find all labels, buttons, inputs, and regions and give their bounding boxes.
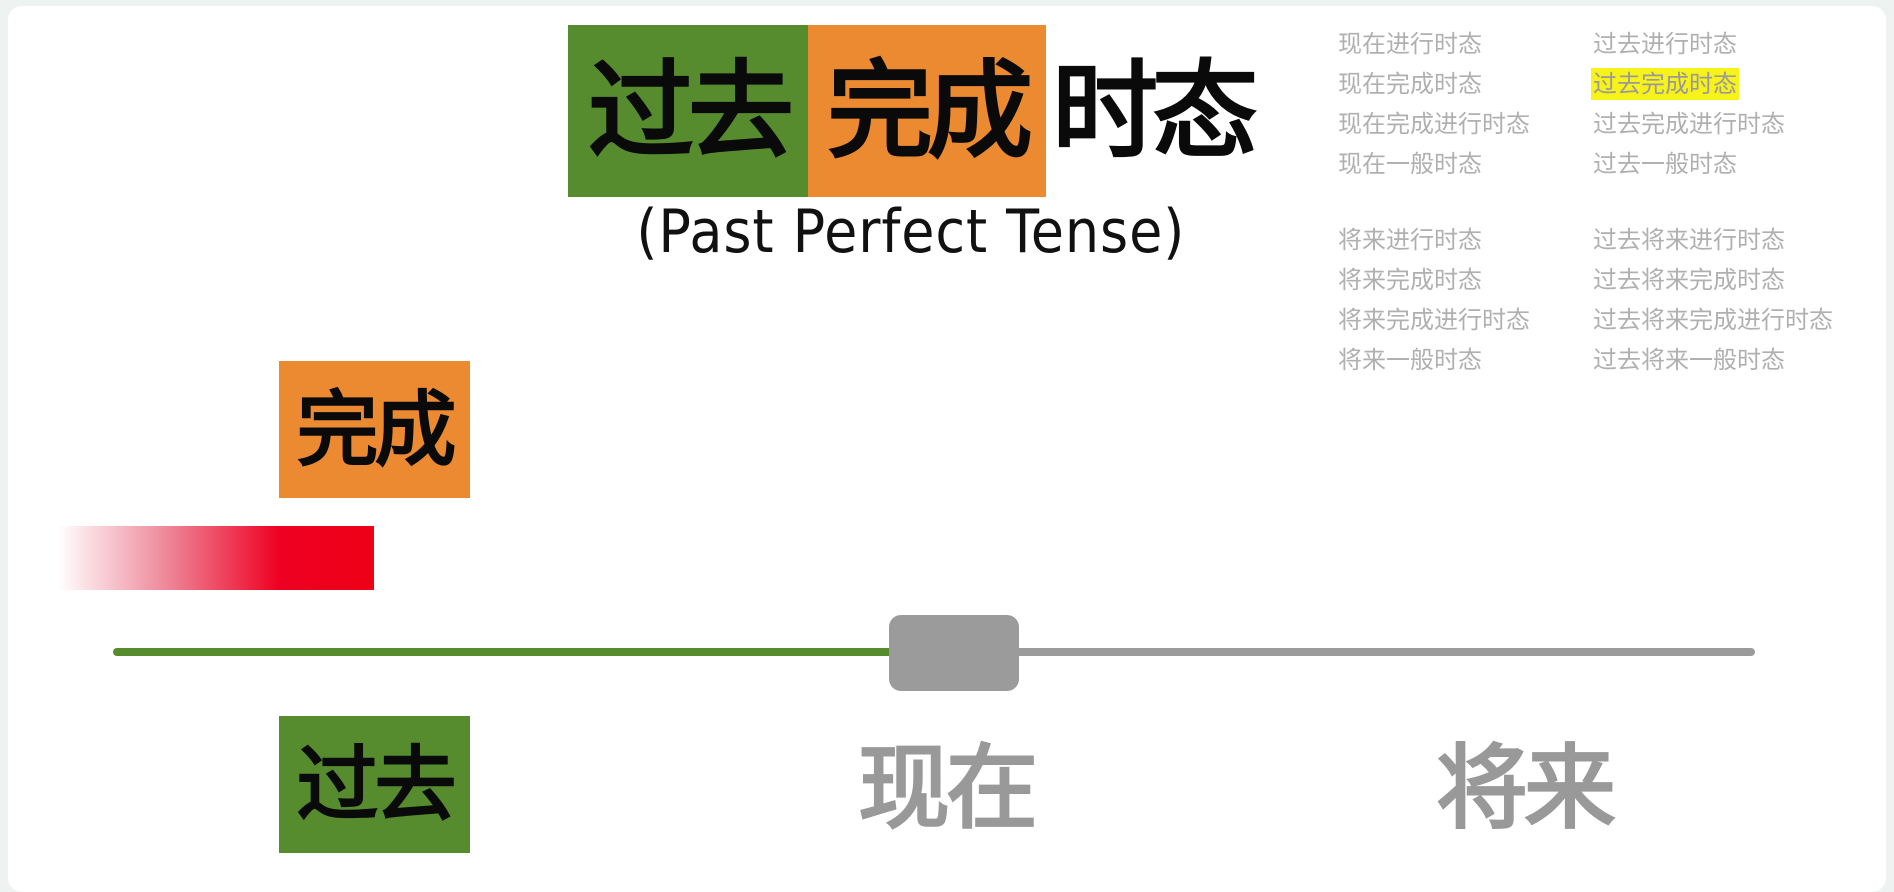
tense-item: 将来一般时态 — [1336, 340, 1591, 380]
tense-label: 过去将来完成进行时态 — [1593, 306, 1833, 334]
slide-subtitle: (Past Perfect Tense) — [568, 202, 1198, 262]
tense-label-highlighted: 过去完成时态 — [1591, 68, 1739, 100]
title-perfect-segment: 完成 — [808, 25, 1046, 197]
completion-label: 完成 — [296, 381, 456, 478]
tense-label: 将来进行时态 — [1338, 226, 1482, 254]
past-label: 过去 — [296, 736, 456, 833]
tense-label: 过去将来进行时态 — [1593, 226, 1785, 254]
now-label: 现在 — [858, 734, 1038, 842]
tense-group-2: 将来进行时态 过去将来进行时态 将来完成时态 过去将来完成时态 将来完成进行时态… — [1336, 220, 1886, 380]
tense-item: 现在完成时态 — [1336, 64, 1591, 104]
tense-label: 现在一般时态 — [1338, 150, 1482, 178]
tense-list: 现在进行时态 过去进行时态 现在完成时态 过去完成时态 现在完成进行时态 过去完… — [1336, 24, 1886, 380]
timeline-past-segment — [113, 648, 913, 656]
tense-item: 过去完成进行时态 — [1591, 104, 1881, 144]
slide-title: 过去 完成 时态 — [568, 25, 1258, 197]
completed-action-bar — [58, 526, 374, 590]
tense-label: 过去完成进行时态 — [1593, 110, 1785, 138]
title-tense-segment: 时态 — [1052, 48, 1258, 173]
tense-item: 现在完成进行时态 — [1336, 104, 1591, 144]
tense-item-active: 过去完成时态 — [1591, 64, 1881, 104]
tense-label: 过去将来一般时态 — [1593, 346, 1785, 374]
timeline-now-marker — [889, 615, 1019, 691]
tense-label: 过去将来完成时态 — [1593, 266, 1785, 294]
timeline-track — [113, 648, 1755, 656]
tense-label: 将来完成进行时态 — [1338, 306, 1530, 334]
timeline-future-segment — [913, 648, 1755, 656]
completion-label-box: 完成 — [279, 361, 470, 498]
tense-item: 过去一般时态 — [1591, 144, 1881, 184]
tense-item: 过去进行时态 — [1591, 24, 1881, 64]
subtitle-text: (Past Perfect Tense) — [636, 197, 1186, 267]
tense-label: 现在完成时态 — [1338, 70, 1482, 98]
tense-item: 过去将来一般时态 — [1591, 340, 1881, 380]
tense-item: 现在一般时态 — [1336, 144, 1591, 184]
tense-item: 现在进行时态 — [1336, 24, 1591, 64]
tense-label: 过去进行时态 — [1593, 30, 1737, 58]
tense-label: 将来一般时态 — [1338, 346, 1482, 374]
tense-label: 将来完成时态 — [1338, 266, 1482, 294]
past-label-box: 过去 — [279, 716, 470, 853]
tense-item: 过去将来进行时态 — [1591, 220, 1881, 260]
tense-item: 将来完成时态 — [1336, 260, 1591, 300]
title-past-segment: 过去 — [568, 25, 808, 197]
future-label: 将来 — [1436, 734, 1616, 842]
tense-label: 现在进行时态 — [1338, 30, 1482, 58]
tense-item: 将来进行时态 — [1336, 220, 1591, 260]
tense-item: 过去将来完成时态 — [1591, 260, 1881, 300]
tense-group-1: 现在进行时态 过去进行时态 现在完成时态 过去完成时态 现在完成进行时态 过去完… — [1336, 24, 1886, 184]
tense-item: 将来完成进行时态 — [1336, 300, 1591, 340]
tense-label: 现在完成进行时态 — [1338, 110, 1530, 138]
tense-item: 过去将来完成进行时态 — [1591, 300, 1881, 340]
tense-label: 过去一般时态 — [1593, 150, 1737, 178]
